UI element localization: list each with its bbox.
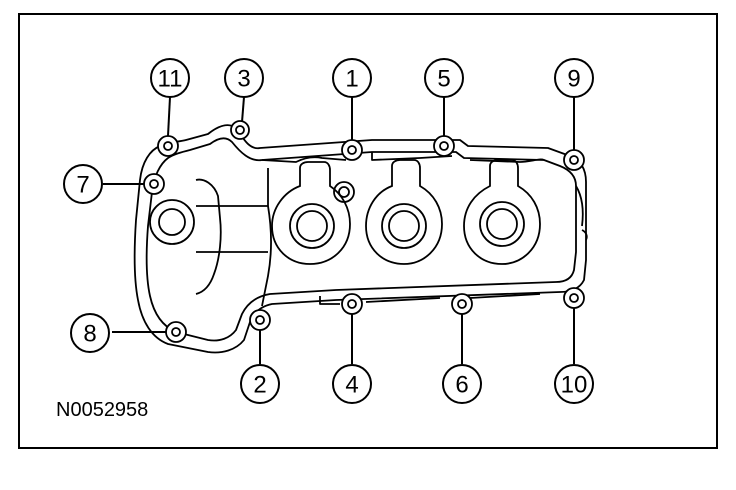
figure-id: N0052958: [56, 399, 149, 421]
callout-1: 1: [332, 58, 372, 98]
callout-8-label: 8: [83, 321, 96, 348]
coil-pockets: [149, 159, 541, 265]
callout-9-label: 9: [567, 66, 580, 93]
callout-8: 8: [70, 313, 110, 353]
callout-10: 10: [554, 364, 594, 404]
callout-11: 11: [150, 58, 190, 98]
callout-1-label: 1: [345, 66, 358, 93]
callout-6: 6: [442, 364, 482, 404]
callout-9: 9: [554, 58, 594, 98]
callout-3: 3: [224, 58, 264, 98]
callout-7-label: 7: [76, 172, 89, 199]
callout-7: 7: [63, 164, 103, 204]
callout-5: 5: [424, 58, 464, 98]
callout-11-label: 11: [158, 66, 183, 93]
callout-4-label: 4: [345, 372, 358, 399]
bolt-heads: [143, 120, 585, 343]
callout-5-label: 5: [437, 66, 450, 93]
callout-2: 2: [240, 364, 280, 404]
callout-4: 4: [332, 364, 372, 404]
callout-6-label: 6: [455, 372, 468, 399]
diagram-frame: [18, 13, 718, 449]
callout-10-label: 10: [561, 372, 588, 399]
callout-3-label: 3: [237, 66, 250, 93]
leader-3: [241, 96, 245, 123]
leader-lines: [103, 96, 575, 364]
leader-11: [167, 96, 171, 137]
callouts: 1 2 3 4 5 6 7 8: [63, 58, 594, 404]
callout-2-label: 2: [253, 372, 266, 399]
